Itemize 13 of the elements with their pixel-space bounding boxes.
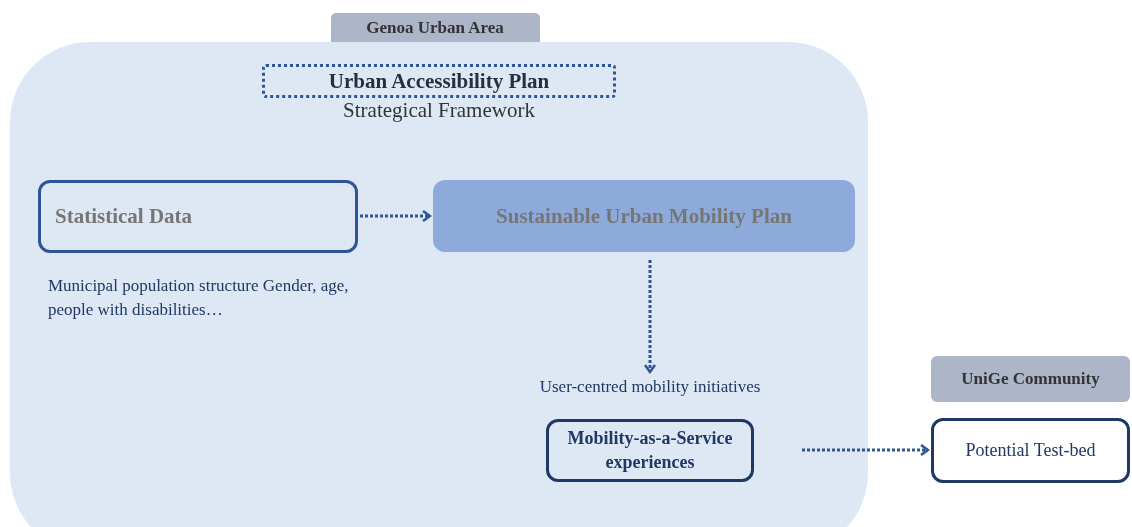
service-box: Mobility-as-a-Service experiences <box>546 419 754 482</box>
description-text: Municipal population structure Gender, age, people with disabilities… <box>47 275 350 321</box>
subtitle: Strategical Framework <box>342 98 536 123</box>
test-bed-box: Potential Test-bed <box>931 418 1130 483</box>
dotted-arrow <box>360 209 432 223</box>
initiatives-label: User-centred mobility initiatives <box>539 376 761 398</box>
data-box: Statistical Data <box>38 180 358 253</box>
dotted-arrow <box>643 260 657 374</box>
plan-box: Urban Accessibility Plan <box>262 64 616 98</box>
plan-box: Sustainable Urban Mobility Plan <box>433 180 855 252</box>
dotted-arrow <box>802 443 930 457</box>
area-tab: Genoa Urban Area <box>330 13 540 42</box>
community-tab: UniGe Community <box>931 356 1130 402</box>
